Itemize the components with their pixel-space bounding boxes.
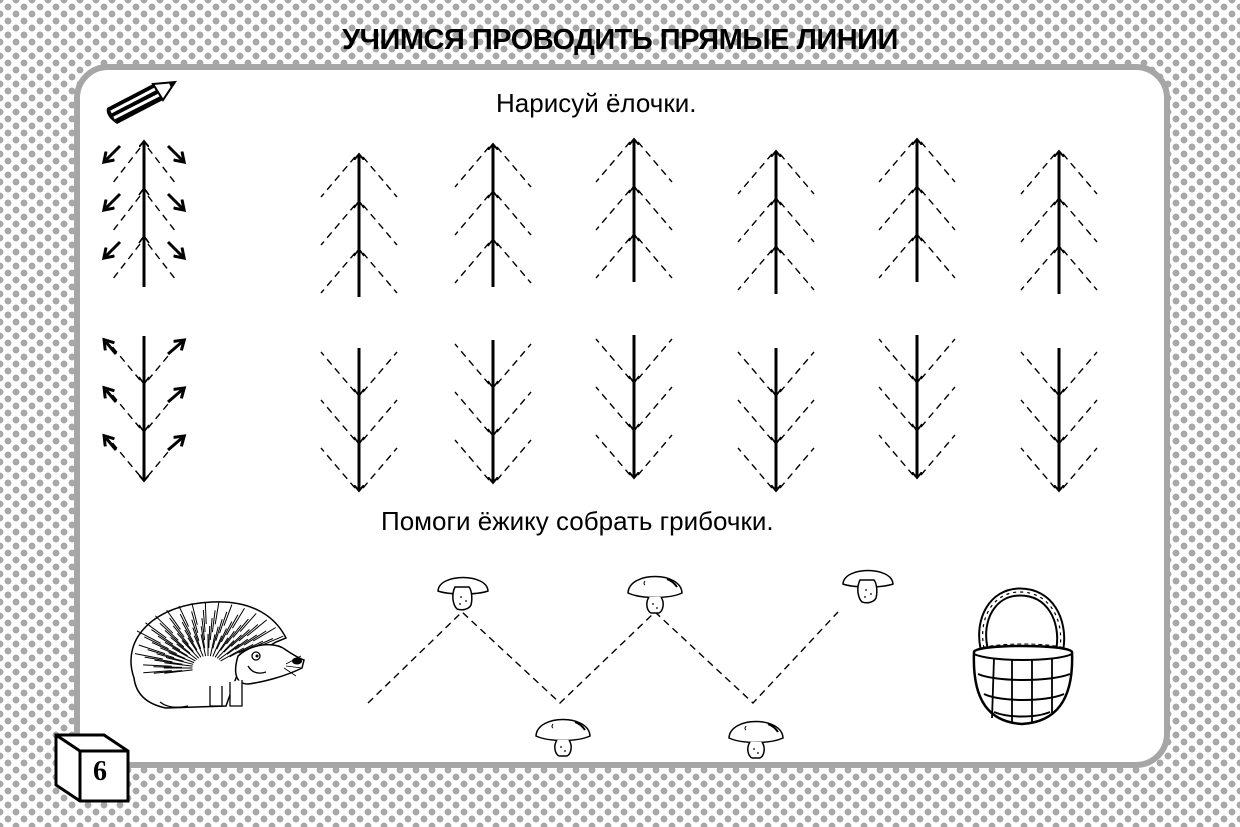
hedgehog-image xyxy=(130,601,305,709)
mushroom-icon xyxy=(627,575,683,614)
guide-arrow-icon xyxy=(166,144,182,160)
tree-down xyxy=(454,340,532,482)
mushroom-icon xyxy=(535,718,591,757)
tree-up xyxy=(595,140,673,282)
tree-up xyxy=(454,145,532,287)
tree-up xyxy=(1020,152,1098,294)
mushroom-icon xyxy=(842,569,894,604)
tree-up xyxy=(737,152,815,294)
guide-arrow-icon xyxy=(167,390,182,404)
instruction-draw-trees: Нарисуй ёлочки. xyxy=(496,88,697,118)
guide-arrow-icon xyxy=(167,438,182,452)
instruction-collect-mushrooms: Помоги ёжику собрать грибочки. xyxy=(381,506,774,536)
guide-arrow-icon xyxy=(106,192,122,208)
page-number: 6 xyxy=(93,756,107,787)
guide-arrow-icon xyxy=(106,438,118,451)
tree-down xyxy=(737,348,815,490)
guide-arrow-icon xyxy=(106,342,118,355)
guide-arrow-icon xyxy=(167,342,182,356)
guide-arrow-icon xyxy=(106,240,122,256)
tree-down xyxy=(878,335,956,477)
guide-arrow-icon xyxy=(166,240,182,256)
trees-down-row xyxy=(320,335,1098,490)
example-tree-up xyxy=(106,142,182,287)
page-number-cube-icon xyxy=(54,733,130,803)
example-trees xyxy=(106,142,182,480)
guide-arrow-icon xyxy=(106,144,122,160)
tree-up xyxy=(878,140,956,282)
trees-up-row xyxy=(320,140,1098,297)
page-title: УЧИМСЯ ПРОВОДИТЬ ПРЯМЫЕ ЛИНИИ xyxy=(342,24,898,56)
tree-down xyxy=(1020,348,1098,490)
tree-down xyxy=(595,335,673,477)
guide-arrow-icon xyxy=(166,192,182,208)
pencil-icon xyxy=(106,80,177,124)
mushrooms xyxy=(437,569,894,759)
guide-arrow-icon xyxy=(106,390,118,403)
tree-up xyxy=(320,155,398,297)
mushroom-icon xyxy=(728,720,784,759)
mushroom-icon xyxy=(437,576,489,611)
example-tree-down xyxy=(106,336,182,480)
tree-down xyxy=(320,348,398,490)
basket-image xyxy=(972,587,1074,726)
mushroom-path xyxy=(367,611,839,704)
